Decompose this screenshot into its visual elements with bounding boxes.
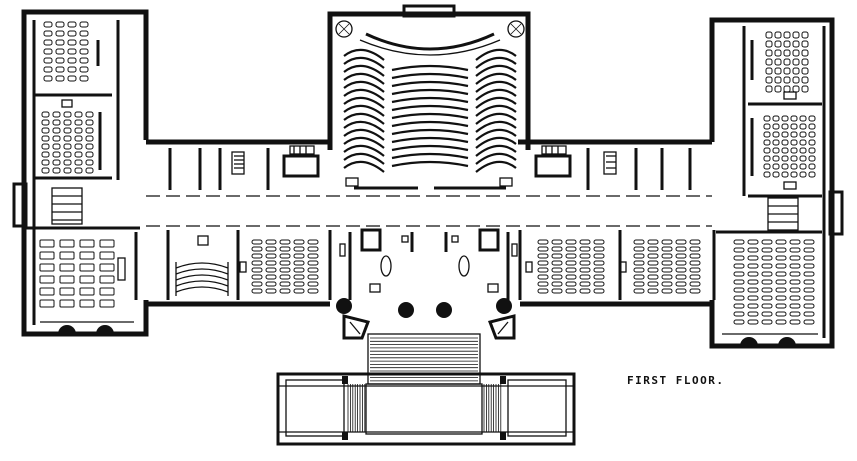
auditorium: [327, 4, 531, 190]
left-wing: [12, 9, 149, 337]
plan-caption: FIRST FLOOR.: [627, 374, 725, 387]
entrance-hall: [336, 228, 518, 340]
front-terrace: [276, 333, 576, 446]
central-corridor: [146, 139, 716, 307]
right-wing: [709, 17, 844, 349]
